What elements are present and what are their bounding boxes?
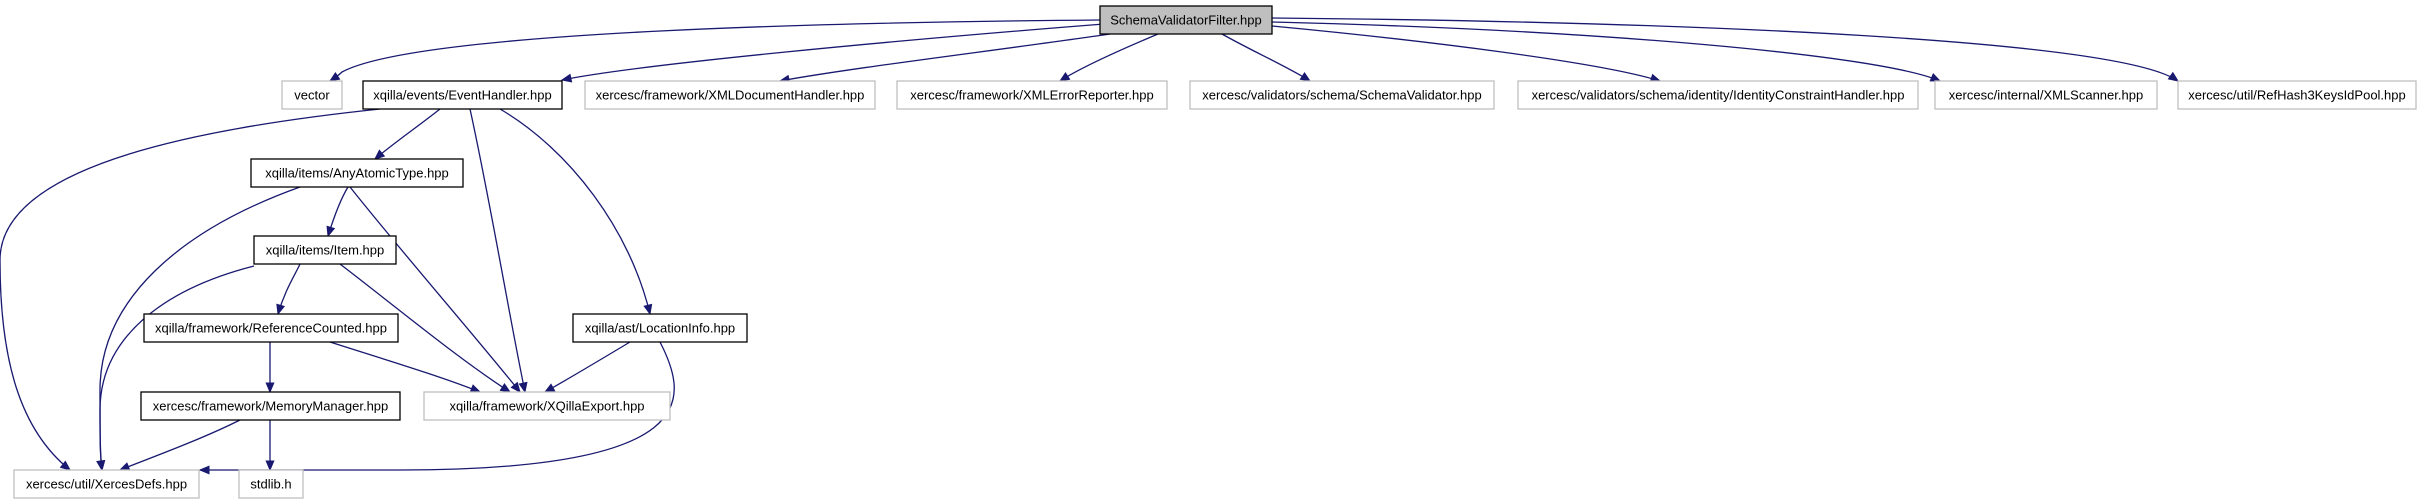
node-schemavalidator: xercesc/validators/schema/SchemaValidato… [1189, 80, 1495, 110]
arrowhead-item-to-refcounted [276, 303, 286, 316]
edge-root-to-eventhandler [561, 23, 1105, 81]
arrowhead-root-to-eventhandler [560, 73, 573, 83]
node-box [2177, 80, 2417, 110]
arrowhead-item-to-xqillaexport [499, 383, 512, 393]
node-xercesdefs: xercesc/util/XercesDefs.hpp [13, 469, 200, 499]
edge-anyatomic-to-xqillaexport [349, 186, 521, 393]
arrowhead-item-to-xercesdefs [96, 459, 106, 472]
edge-root-to-vector [329, 19, 1101, 82]
node-box [423, 391, 671, 421]
arrowhead-root-to-refhash [2167, 71, 2180, 82]
node-xqillaexport: xqilla/framework/XQillaExport.hpp [423, 391, 671, 421]
node-label: xercesc/framework/XMLErrorReporter.hpp [910, 88, 1153, 103]
node-xmlscanner: xercesc/internal/XMLScanner.hpp [1934, 80, 2158, 110]
arrowhead-eventhandler-to-xercesdefs [59, 460, 72, 471]
node-box [143, 313, 399, 343]
node-box [362, 80, 563, 110]
node-xmldochandler: xercesc/framework/XMLDocumentHandler.hpp [584, 80, 876, 110]
node-xmlerrreporter: xercesc/framework/XMLErrorReporter.hpp [896, 80, 1168, 110]
edge-memmgr-to-xercesdefs [119, 419, 241, 471]
node-refhash: xercesc/util/RefHash3KeysIdPool.hpp [2177, 80, 2417, 110]
arrowhead-refcounted-to-memmgr [265, 382, 275, 394]
edge-refcounted-to-xqillaexport [329, 341, 481, 393]
node-box [250, 158, 464, 188]
edge-item-to-xercesdefs [99, 265, 255, 471]
arrowhead-memmgr-to-stdlib [265, 460, 275, 472]
node-box [238, 469, 304, 499]
edge-eventhandler-to-xercesdefs [0, 108, 381, 471]
edges-layer [0, 17, 2180, 475]
node-label: xqilla/items/Item.hpp [266, 243, 385, 258]
node-label: stdlib.h [250, 477, 291, 492]
node-box [1517, 80, 1919, 110]
edge-root-to-identityhandler [1271, 25, 1661, 82]
arrowhead-anyatomic-to-xqillaexport [510, 381, 521, 394]
node-label: xqilla/items/AnyAtomicType.hpp [265, 166, 449, 181]
node-label: SchemaValidatorFilter.hpp [1110, 13, 1262, 28]
node-label: xqilla/framework/XQillaExport.hpp [449, 399, 644, 414]
node-label: vector [294, 88, 330, 103]
arrowhead-eventhandler-to-locinfo [643, 303, 653, 316]
node-root[interactable]: SchemaValidatorFilter.hpp [1099, 5, 1273, 35]
node-box [584, 80, 876, 110]
edge-root-to-xmldochandler [779, 33, 1111, 82]
node-label: xqilla/framework/ReferenceCounted.hpp [155, 321, 387, 336]
edge-eventhandler-to-xqillaexport [469, 108, 526, 393]
nodes-layer: SchemaValidatorFilter.hpp vector xqilla/ev… [13, 5, 2417, 499]
node-label: xercesc/framework/MemoryManager.hpp [153, 399, 389, 414]
arrowhead-root-to-schemavalidator [1299, 72, 1312, 82]
node-memmgr[interactable]: xercesc/framework/MemoryManager.hpp [140, 391, 401, 421]
node-box [253, 235, 397, 265]
node-label: xercesc/internal/XMLScanner.hpp [1949, 88, 2143, 103]
edge-root-to-xmlscanner [1271, 21, 1941, 82]
arrowhead-locinfo-to-xercesdefs [198, 465, 210, 475]
node-box [572, 313, 748, 343]
arrowhead-root-to-xmlerrreporter [1058, 72, 1071, 82]
node-label: xercesc/util/XercesDefs.hpp [26, 477, 187, 492]
node-identityhandler: xercesc/validators/schema/identity/Ident… [1517, 80, 1919, 110]
edge-root-to-refhash [1271, 17, 2179, 82]
node-box [281, 80, 343, 110]
node-box [140, 391, 401, 421]
node-eventhandler[interactable]: xqilla/events/EventHandler.hpp [362, 80, 563, 110]
node-box [1189, 80, 1495, 110]
node-label: xqilla/events/EventHandler.hpp [373, 88, 552, 103]
edge-item-to-xqillaexport [339, 263, 511, 393]
node-box [1099, 5, 1273, 35]
edge-eventhandler-to-locinfo [499, 108, 651, 315]
node-label: xercesc/util/RefHash3KeysIdPool.hpp [2188, 88, 2406, 103]
node-anyatomic[interactable]: xqilla/items/AnyAtomicType.hpp [250, 158, 464, 188]
arrowhead-root-to-vector [328, 71, 341, 82]
node-vector: vector [281, 80, 343, 110]
node-box [1934, 80, 2158, 110]
arrowhead-eventhandler-to-xqillaexport [518, 381, 528, 394]
node-box [13, 469, 200, 499]
node-label: xqilla/ast/LocationInfo.hpp [585, 321, 735, 336]
arrowhead-eventhandler-to-anyatomic [374, 149, 386, 160]
node-box [896, 80, 1168, 110]
node-label: xercesc/validators/schema/identity/Ident… [1532, 88, 1905, 103]
node-locinfo[interactable]: xqilla/ast/LocationInfo.hpp [572, 313, 748, 343]
node-label: xercesc/validators/schema/SchemaValidato… [1202, 88, 1481, 103]
arrowhead-anyatomic-to-item [326, 225, 336, 238]
node-item[interactable]: xqilla/items/Item.hpp [253, 235, 397, 265]
node-refcounted[interactable]: xqilla/framework/ReferenceCounted.hpp [143, 313, 399, 343]
node-label: xercesc/framework/XMLDocumentHandler.hpp [596, 88, 865, 103]
node-stdlib: stdlib.h [238, 469, 304, 499]
